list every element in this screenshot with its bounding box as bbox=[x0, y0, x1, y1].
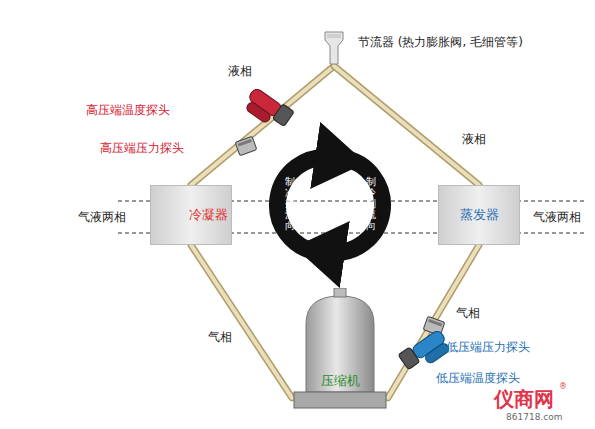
refrigerant-pipe bbox=[191, 245, 292, 398]
node-label: 压缩机 bbox=[321, 372, 360, 390]
flow-direction-label: 制冷剂流向 bbox=[366, 176, 376, 231]
text-label: 861718.com bbox=[506, 412, 562, 423]
temperature-clamp bbox=[242, 85, 295, 133]
text-label: ® bbox=[559, 382, 567, 392]
node-label: 蒸发器 bbox=[460, 206, 499, 224]
pipe-stroke bbox=[191, 245, 292, 398]
text-label: 气液两相 bbox=[533, 210, 581, 224]
throttle-valve: 节流器 (热力膨胀阀, 毛细管等) bbox=[322, 30, 346, 66]
node-label: 冷凝器 bbox=[189, 206, 228, 224]
text-label: 液相 bbox=[462, 132, 486, 146]
text-label: 低压端温度探头 bbox=[436, 371, 520, 385]
compressor-shape bbox=[292, 288, 388, 410]
condenser-box: 冷凝器 bbox=[150, 185, 232, 245]
pressure-probe bbox=[235, 136, 257, 155]
node-label: 节流器 (热力膨胀阀, 毛细管等) bbox=[358, 34, 523, 51]
flow-direction-label: 制冷剂流向 bbox=[285, 176, 295, 231]
text-label: 低压端压力探头 bbox=[446, 340, 530, 354]
refrigerant-pipe bbox=[334, 66, 479, 185]
text-label: 气相 bbox=[208, 330, 232, 344]
text-label: 液相 bbox=[228, 64, 252, 78]
text-label: 高压端温度探头 bbox=[86, 103, 170, 117]
flow-arrow bbox=[328, 158, 383, 253]
temperature-clamp bbox=[398, 327, 452, 376]
refrigerant-pipe bbox=[191, 66, 334, 185]
pipe-stroke bbox=[191, 66, 334, 185]
pipe-stroke bbox=[191, 66, 334, 185]
compressor: 压缩机 bbox=[292, 288, 388, 410]
pipe-stroke bbox=[334, 66, 479, 185]
evaporator-box: 蒸发器 bbox=[438, 185, 520, 245]
throttle-valve-shape bbox=[322, 30, 346, 66]
flow-arrow bbox=[277, 157, 332, 252]
pipe-stroke bbox=[191, 245, 292, 398]
text-label: 高压端压力探头 bbox=[100, 141, 184, 155]
text-label: 仪商网 bbox=[494, 388, 554, 410]
pipe-stroke bbox=[334, 66, 479, 185]
text-label: 气液两相 bbox=[78, 210, 126, 224]
text-label: 气相 bbox=[456, 306, 480, 320]
